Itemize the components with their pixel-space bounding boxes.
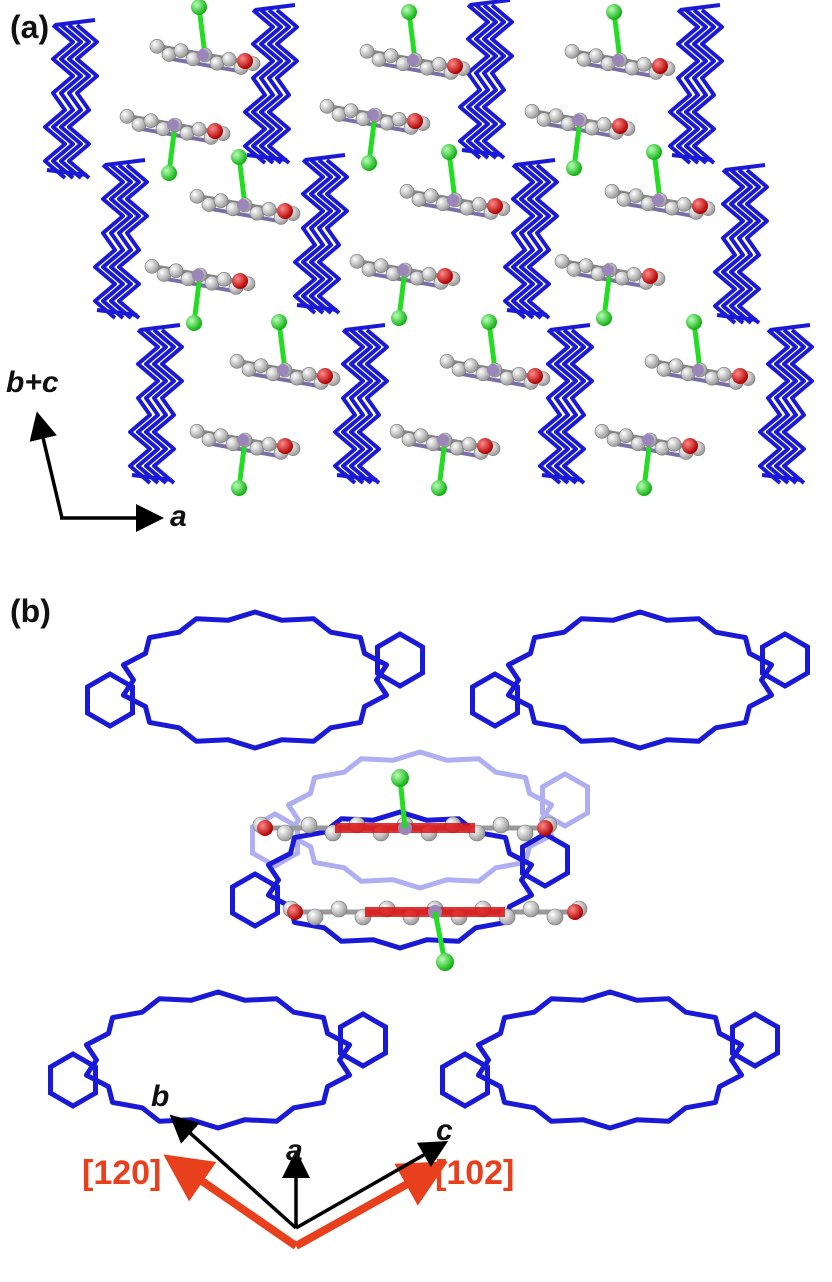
- metal-complex: [359, 4, 471, 80]
- b-plus-c-axis-label: b+c: [6, 366, 59, 399]
- b-axis-arrow: [169, 1114, 298, 1230]
- panel-b-macrocycles: [48, 609, 810, 1131]
- metal-complex: [144, 259, 256, 331]
- macrocycle-stack: [333, 323, 389, 485]
- panel-b-central-complex: [252, 769, 588, 971]
- metal-complex: [349, 254, 461, 326]
- panel-b: (b) b a c [120] [102]: [10, 593, 810, 1250]
- panel-a: (a) b+c a: [6, 0, 814, 533]
- a-axis-label-b: a: [286, 1134, 303, 1167]
- central-complex: [282, 900, 588, 971]
- metal-complex: [399, 144, 511, 220]
- metal-complex: [564, 4, 676, 80]
- macrocycle-stack: [128, 323, 184, 485]
- panel-a-complexes: [119, 0, 756, 496]
- metal-complex: [604, 144, 716, 220]
- direction-102-label: [102]: [435, 1154, 514, 1192]
- metal-complex: [149, 0, 261, 75]
- panel-b-label: (b): [10, 593, 51, 629]
- c-axis-label: c: [436, 1114, 453, 1147]
- macrocycle-stack: [713, 163, 769, 325]
- c-axis-arrow: [295, 1141, 449, 1230]
- metal-complex: [594, 424, 706, 496]
- b-axis-label: b: [151, 1080, 169, 1113]
- b-plus-c-axis-arrow: [29, 411, 64, 519]
- macrocycle-stack: [538, 323, 594, 485]
- a-axis-label: a: [170, 500, 187, 533]
- macrocycle-stack: [668, 3, 724, 165]
- macrocycle-stack: [458, 0, 514, 160]
- metal-complex: [189, 424, 301, 496]
- macrocycle-stack: [43, 18, 99, 180]
- macrocycle-stack: [93, 158, 149, 320]
- panel-a-label: (a): [10, 9, 49, 45]
- direction-120-label: [120]: [82, 1154, 161, 1192]
- macrocycle-ring: [470, 609, 810, 751]
- direction-120-arrow: [163, 1154, 299, 1250]
- metal-complex: [189, 149, 301, 225]
- metal-complex: [554, 254, 666, 326]
- macrocycle-ring: [48, 989, 388, 1131]
- metal-complex: [119, 109, 231, 181]
- macrocycle-ring: [440, 989, 780, 1131]
- panel-a-axis-indicator: b+c a: [6, 366, 187, 533]
- macrocycle-stack: [293, 153, 349, 315]
- metal-complex: [389, 424, 501, 496]
- metal-complex: [439, 314, 551, 390]
- metal-complex: [319, 99, 431, 171]
- metal-complex: [524, 104, 636, 176]
- metal-complex: [644, 314, 756, 390]
- central-complex: [252, 769, 558, 842]
- macrocycle-stack: [503, 158, 559, 320]
- macrocycle-ring: [85, 609, 425, 751]
- direction-102-arrow: [294, 1161, 448, 1250]
- panel-b-axis-indicator: b a c [120] [102]: [82, 1080, 514, 1250]
- metal-complex: [229, 314, 341, 390]
- macrocycle-stack: [243, 3, 299, 165]
- macrocycle-stack: [758, 323, 814, 485]
- panel-a-macrocycles: [43, 0, 814, 485]
